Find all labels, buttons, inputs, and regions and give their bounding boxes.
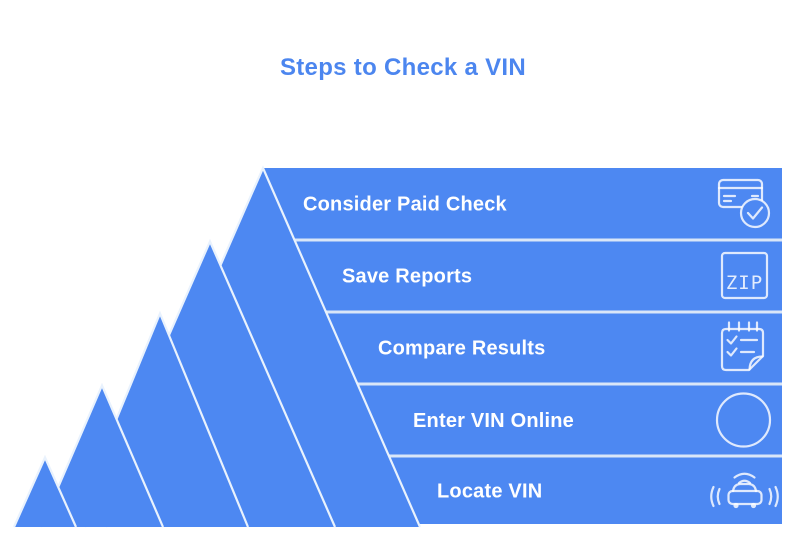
step-label: Locate VIN xyxy=(437,481,542,503)
page-title: Steps to Check a VIN xyxy=(280,54,526,81)
bar-separator xyxy=(358,382,782,386)
step-bar-save-reports xyxy=(295,241,782,311)
step-label: Save Reports xyxy=(342,266,472,288)
circle-icon xyxy=(715,392,772,448)
credit-card-check-icon xyxy=(717,178,771,229)
step-bar-locate-vin xyxy=(390,457,782,524)
peak-1 xyxy=(12,454,78,528)
zip-icon-text: ZIP xyxy=(726,272,763,294)
step-icons: ZIP xyxy=(710,178,779,509)
step-bar-compare-results xyxy=(327,313,782,383)
checklist-icon xyxy=(720,321,765,372)
step-label: Enter VIN Online xyxy=(413,410,574,432)
step-bars xyxy=(263,168,782,524)
step-bar-enter-vin-online xyxy=(358,385,782,455)
step-peaks xyxy=(12,165,422,528)
connected-car-icon xyxy=(710,472,779,509)
step-bar-consider-paid-check xyxy=(263,168,782,239)
step-label: Compare Results xyxy=(378,338,546,360)
zip-file-icon: ZIP xyxy=(720,251,769,300)
step-labels: Consider Paid Check Save Reports Compare… xyxy=(303,194,574,503)
bar-separator xyxy=(390,454,782,458)
step-label: Consider Paid Check xyxy=(303,194,508,216)
bar-separator xyxy=(295,238,782,242)
peak-2 xyxy=(39,382,165,528)
bar-separator xyxy=(327,310,782,314)
